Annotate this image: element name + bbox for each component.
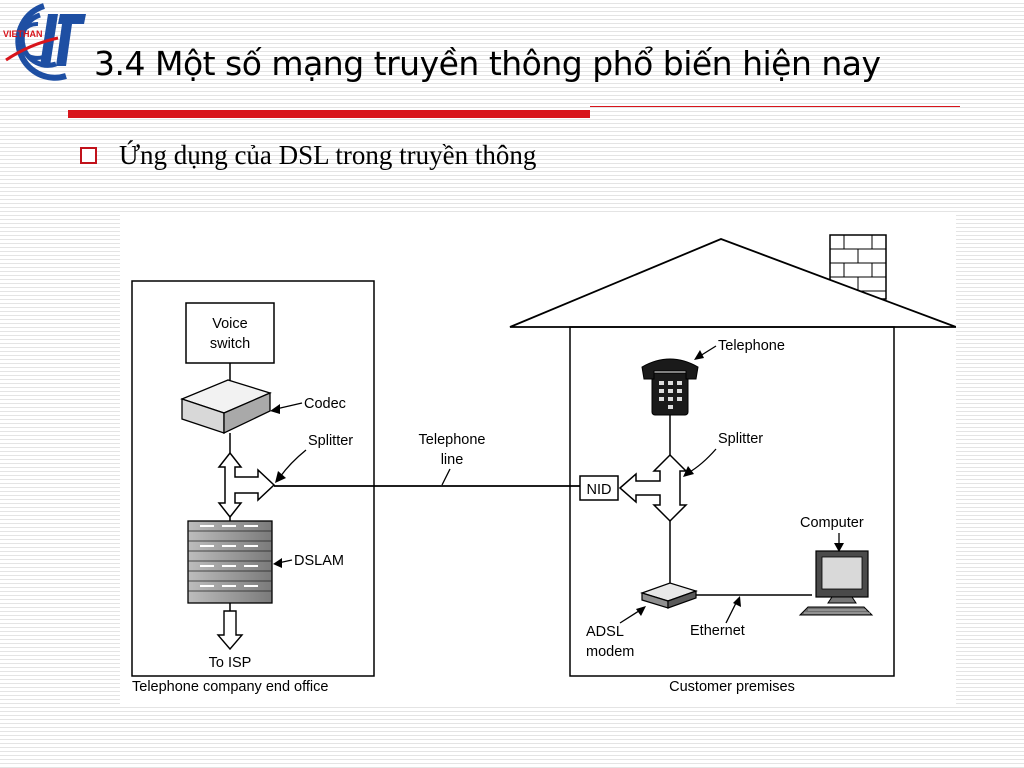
computer-icon [798,550,874,616]
to-isp-label: To ISP [209,655,252,671]
adsl-modem-icon [640,582,698,609]
office-splitter-label: Splitter [308,433,353,449]
telephone-label: Telephone [718,338,785,354]
home-splitter-label: Splitter [718,431,763,447]
ethernet-label: Ethernet [690,623,745,639]
codec-box [180,379,272,435]
voice-switch-label-1: Voice [212,316,247,332]
bullet-item: Ứng dụng của DSL trong truyền thông [80,140,536,171]
end-office-caption: Telephone company end office [132,679,328,695]
telephone-line-label-2: line [441,452,464,468]
home-splitter-icon [618,453,688,523]
dslam-label: DSLAM [294,553,344,569]
office-splitter-icon [217,451,276,519]
house-wall [569,326,895,677]
dsl-diagram: Voice switch Codec Splitter DSLAM [120,215,957,705]
telephone-line-label-1: Telephone [419,432,486,448]
adsl-modem-label-1: ADSL [586,624,624,640]
house-roof [509,238,957,328]
title-underline [68,110,590,118]
title-thin-rule [590,106,960,107]
logo-text: VIETHAN [3,29,43,39]
dslam-rack [187,520,273,604]
telephone-icon [641,358,699,416]
to-isp-arrow-icon [216,610,244,651]
customer-premises-caption: Customer premises [669,679,795,695]
voice-switch-label-2: switch [210,336,250,352]
voice-switch: Voice switch [185,302,275,364]
codec-label: Codec [304,396,346,412]
bullet-text: Ứng dụng của DSL trong truyền thông [119,140,537,170]
logo: VIETHAN [0,0,90,90]
adsl-modem-label-2: modem [586,644,634,660]
viethan-logo-icon: VIETHAN [3,3,86,81]
slide-title: 3.4 Một số mạng truyền thông phổ biến hi… [94,44,881,83]
computer-label: Computer [800,515,864,531]
end-office-box [131,280,375,677]
square-bullet-icon [80,147,97,164]
nid-label: NID [587,482,612,498]
nid-box: NID [579,475,619,501]
